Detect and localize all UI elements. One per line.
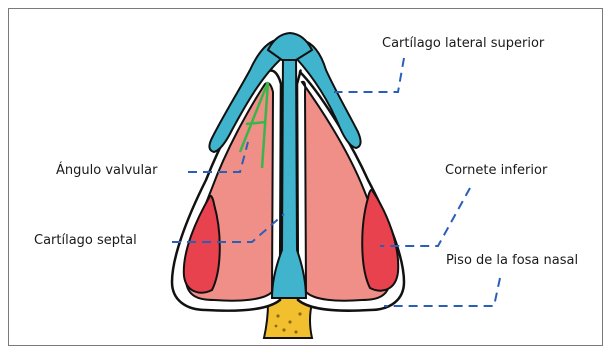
leader-upper-lateral <box>334 58 404 92</box>
label-nasal-floor: Piso de la fosa nasal <box>446 253 578 268</box>
label-valve-angle: Ángulo valvular <box>56 163 157 178</box>
left-turbinate <box>184 196 220 293</box>
label-inferior-turbinate: Cornete inferior <box>445 163 547 178</box>
right-turbinate <box>362 190 398 291</box>
label-upper-lateral-cartilage: Cartílago lateral superior <box>382 36 544 51</box>
label-septal-cartilage: Cartílago septal <box>34 233 137 248</box>
